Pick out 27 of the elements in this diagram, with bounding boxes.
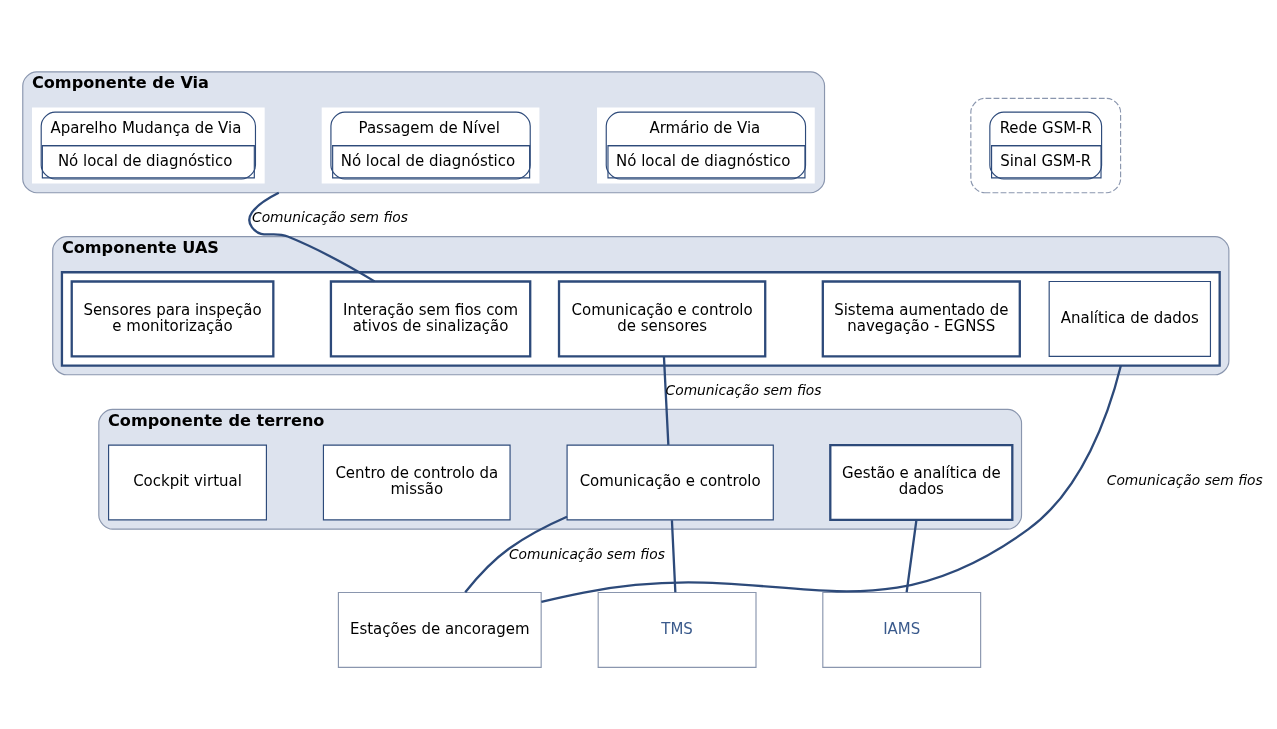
node-box: Aparelho Mudança de Via Nó local de diagnóstico bbox=[32, 107, 265, 184]
connector bbox=[662, 356, 670, 445]
node-box: Estações de ancoragem bbox=[337, 591, 542, 668]
edge-label: Comunicação sem fios bbox=[508, 545, 665, 562]
node-box: Passagem de Nível Nó local de diagnóstico bbox=[321, 107, 540, 184]
node-box: Cockpit virtual bbox=[108, 444, 267, 520]
node-box: Sensores para inspeção e monitorização bbox=[70, 279, 275, 357]
connector bbox=[247, 191, 376, 282]
edge-label: Comunicação sem fios bbox=[665, 381, 822, 398]
cluster bbox=[970, 97, 1122, 193]
node-box: Armário de Via Nó local de diagnóstico bbox=[597, 107, 815, 184]
connector bbox=[670, 519, 677, 592]
node-box: Interação sem fios com ativos de sinalização bbox=[329, 279, 532, 357]
edge-label: Comunicação sem fios bbox=[1106, 471, 1263, 488]
node-box: Centro de controlo da missão bbox=[322, 444, 511, 520]
cluster bbox=[60, 270, 1221, 367]
connector bbox=[541, 364, 1122, 603]
connector bbox=[905, 519, 918, 592]
node-box: Gestão e analítica de dados bbox=[829, 443, 1014, 521]
node-box: TMS bbox=[597, 591, 757, 668]
edge-label: Comunicação sem fios bbox=[252, 208, 408, 225]
node-box: Sistema aumentado de navegação - EGNSS bbox=[821, 279, 1021, 357]
node-box: Comunicação e controlo de sensores bbox=[557, 279, 767, 357]
node-box: IAMS bbox=[822, 591, 982, 668]
node-box: Analítica de dados bbox=[1048, 280, 1212, 357]
node-box: Comunicação e controlo bbox=[566, 444, 774, 520]
connector bbox=[464, 515, 568, 593]
